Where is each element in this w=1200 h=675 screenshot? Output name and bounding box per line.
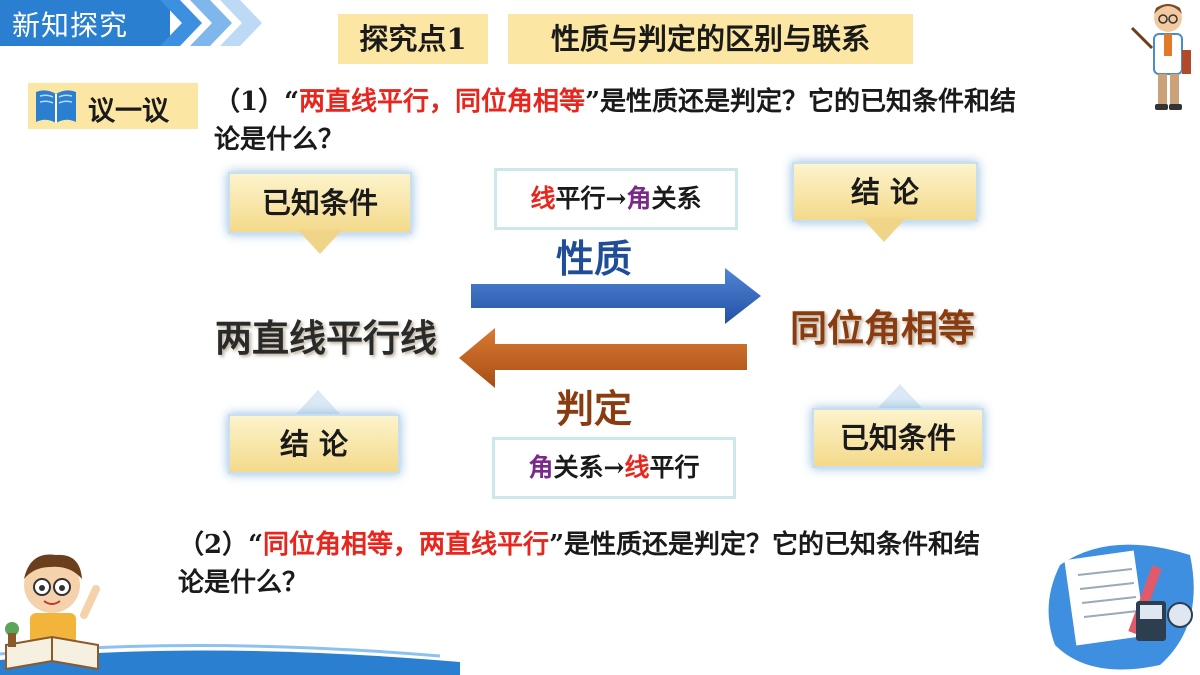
judgement-label: 判定	[556, 387, 633, 431]
question-1: （1）“两直线平行，同位角相等”是性质还是判定？它的已知条件和结论是什么？	[214, 83, 1034, 159]
math-tools-decoration-icon	[1048, 544, 1194, 670]
question-2-prefix: （2）“	[178, 530, 264, 560]
property-summary-box: 线平行→角关系	[494, 168, 738, 230]
judgement-summary-a: 角	[528, 453, 554, 482]
question-2-highlight: 同位角相等，两直线平行	[263, 530, 550, 560]
question-2-suffix: ”是性质还是判定？它的已知条件和结论是什么？	[178, 530, 981, 598]
property-summary-b: 平行→	[555, 184, 627, 213]
down-arrow-icon	[298, 230, 342, 254]
question-1-prefix: （1）“	[214, 87, 300, 117]
chevron-decoration-icon	[160, 0, 262, 46]
known-condition-box-bottom: 已知条件	[812, 408, 984, 468]
header-banner	[0, 0, 170, 46]
teacher-illustration-icon	[1130, 4, 1191, 110]
property-summary-a: 线	[530, 184, 556, 213]
judgement-summary-d: 平行	[649, 453, 700, 482]
section-topic-tag: 性质与判定的区别与联系	[508, 14, 913, 64]
down-arrow-icon	[862, 218, 906, 242]
bidirectional-arrows-icon	[459, 268, 761, 388]
question-1-suffix: ”是性质还是判定？它的已知条件和结论是什么？	[214, 87, 1017, 155]
property-summary-d: 关系	[651, 184, 702, 213]
judgement-summary-box: 角关系→线平行	[492, 437, 736, 499]
question-2: （2）“同位角相等，两直线平行”是性质还是判定？它的已知条件和结论是什么？	[178, 526, 998, 602]
conclusion-box-bottom: 结 论	[228, 414, 400, 474]
book-icon	[36, 90, 76, 123]
section-number-tag: 探究点1	[338, 14, 488, 64]
up-arrow-icon	[296, 390, 340, 414]
judgement-summary-c: 线	[624, 453, 650, 482]
conclusion-box-top: 结 论	[792, 162, 978, 222]
student-reading-illustration-icon	[5, 554, 100, 671]
known-condition-box-top: 已知条件	[228, 172, 412, 234]
statement-left: 两直线平行线	[215, 316, 437, 360]
discuss-label-text: 议一议	[88, 96, 169, 127]
up-arrow-icon	[878, 384, 922, 408]
statement-right: 同位角相等	[790, 306, 975, 350]
header-title: 新知探究	[12, 9, 129, 42]
judgement-summary-b: 关系→	[553, 453, 625, 482]
question-1-highlight: 两直线平行，同位角相等	[299, 87, 586, 117]
property-label: 性质	[556, 237, 633, 281]
property-summary-c: 角	[626, 184, 652, 213]
